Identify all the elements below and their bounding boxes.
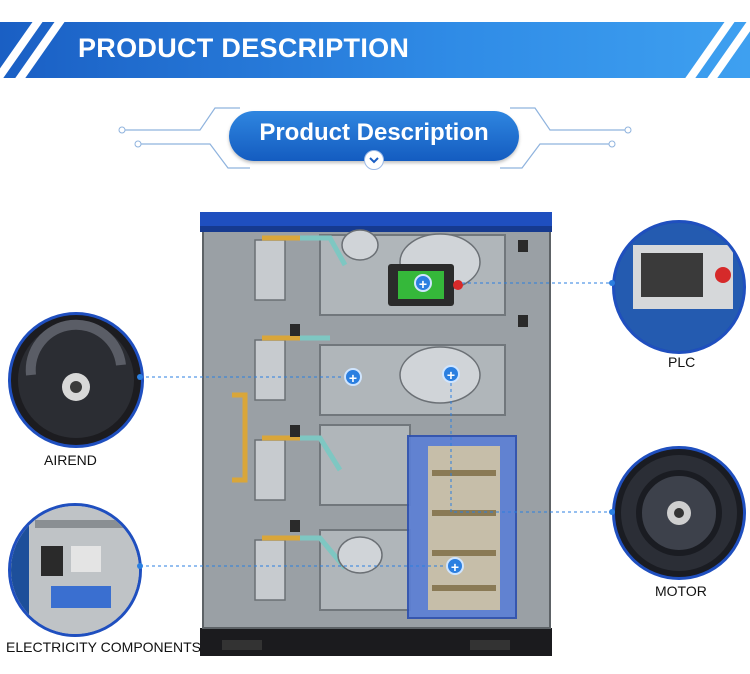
motor-image	[612, 446, 746, 580]
subheading-decoration	[118, 107, 632, 169]
plus-hotspot-icon[interactable]: +	[414, 274, 432, 292]
electricity-components-label: ELECTRICITY COMPONENTS	[6, 639, 201, 655]
motor-label: MOTOR	[655, 583, 707, 599]
plus-hotspot-icon[interactable]: +	[446, 557, 464, 575]
electricity-components-image	[8, 503, 142, 637]
airend-image	[8, 312, 144, 448]
plus-hotspot-icon[interactable]: +	[442, 365, 460, 383]
chevron-down-icon[interactable]	[364, 150, 384, 170]
airend-label: AIREND	[44, 452, 97, 468]
plc-label: PLC	[668, 354, 696, 370]
header-banner: PRODUCT DESCRIPTION	[0, 22, 750, 78]
plus-hotspot-icon[interactable]: +	[344, 368, 362, 386]
plc-image	[612, 220, 746, 354]
banner-title: PRODUCT DESCRIPTION	[78, 33, 410, 63]
subheading-title: Product Description	[259, 119, 489, 146]
